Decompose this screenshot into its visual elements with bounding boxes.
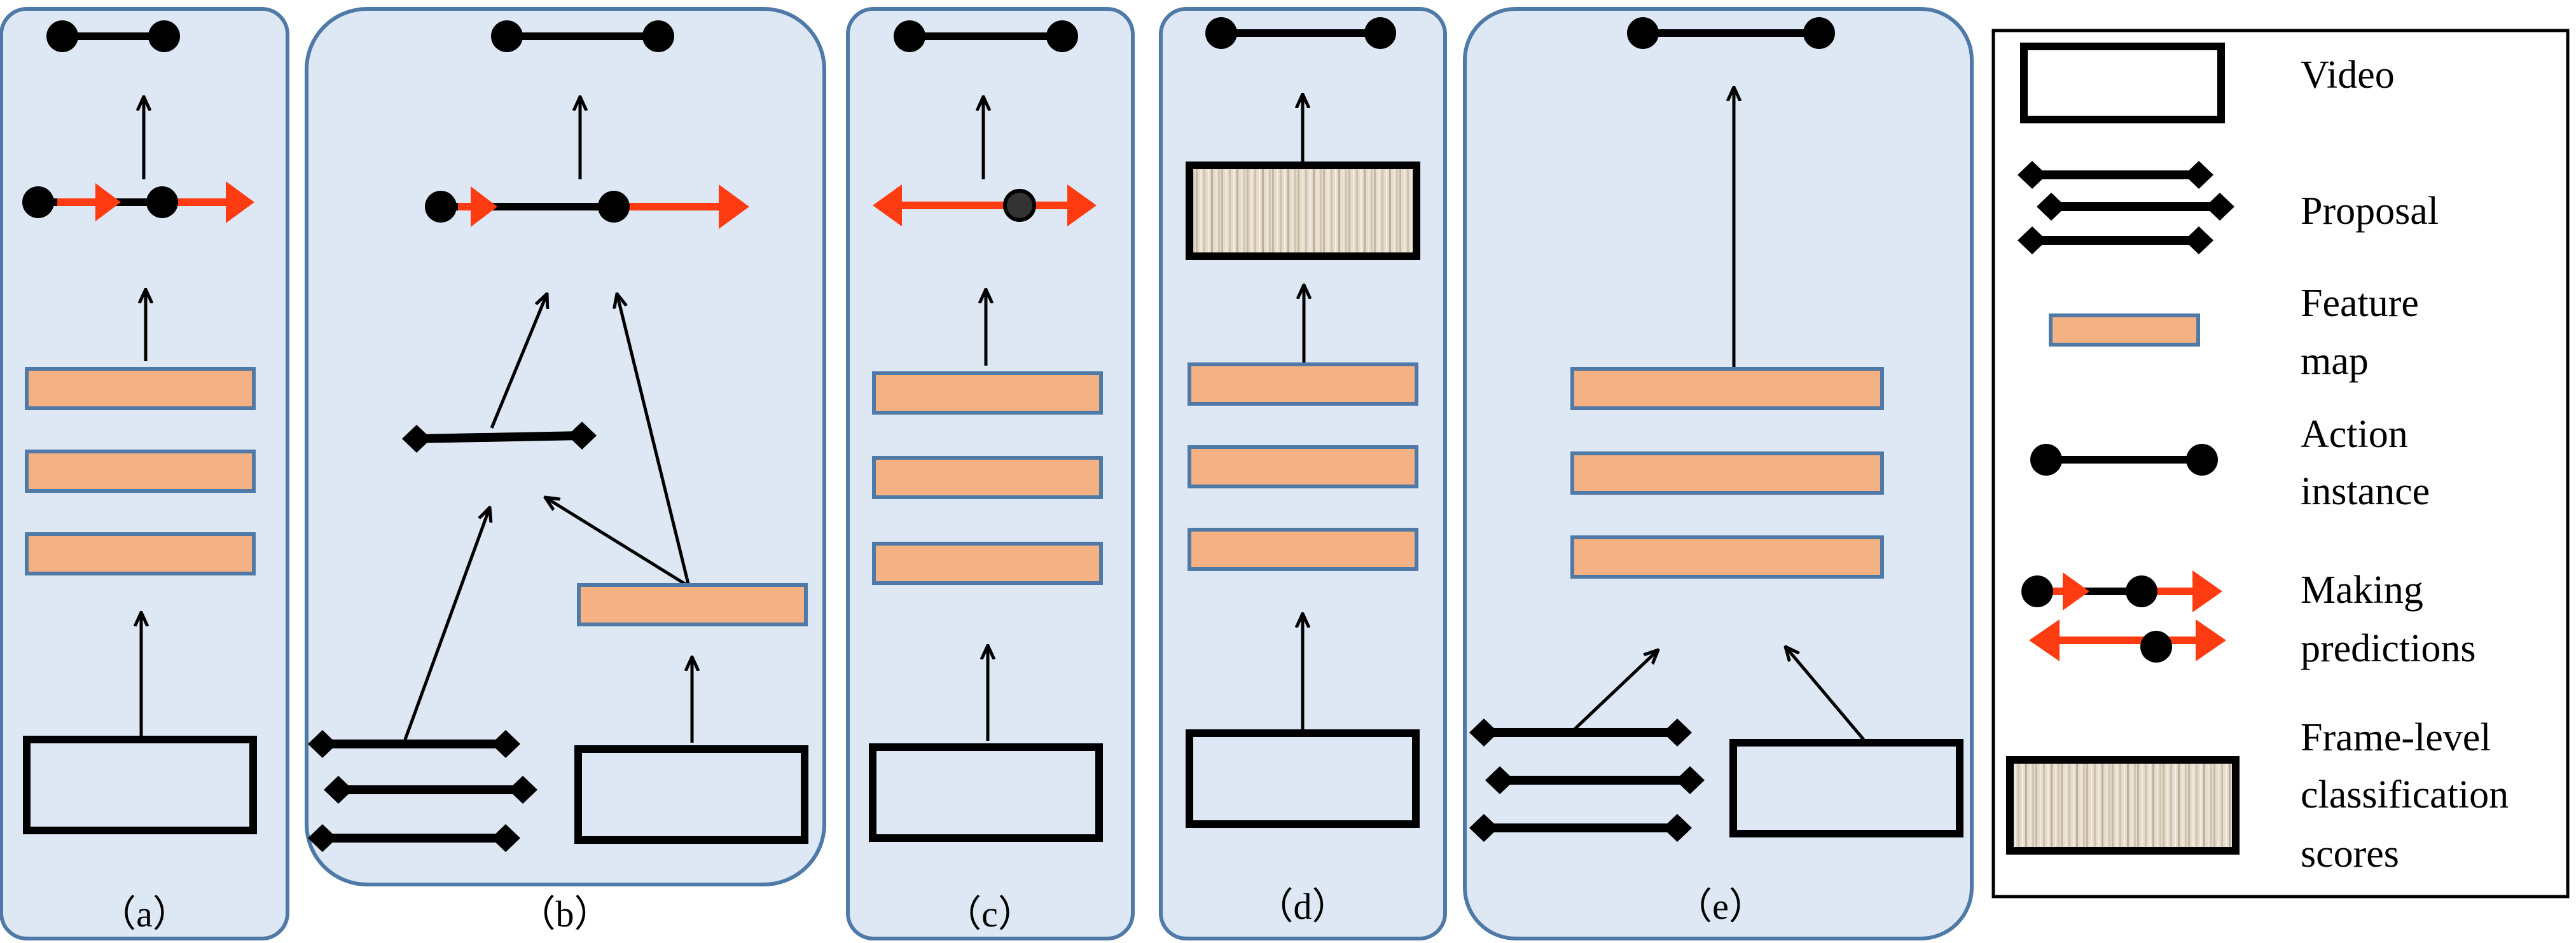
legend-label-video: Video [2301, 53, 2395, 97]
feature-map [1188, 528, 1418, 571]
legend-making-predictions-swatch [2021, 570, 2226, 663]
panel-b-label: （b） [518, 893, 611, 935]
legend-label-frame-level-scores: classification [2301, 773, 2509, 816]
panel-d-label: （d） [1256, 886, 1348, 927]
legend-label-feature-map: Feature [2301, 282, 2419, 325]
panel-b-background [305, 7, 826, 886]
feature-map [577, 583, 808, 626]
arrow-diagonal [545, 497, 690, 588]
arrow-diagonal [617, 294, 691, 587]
action-instance [491, 20, 674, 52]
video [1186, 729, 1420, 828]
panel-e: （e） [1463, 7, 1974, 940]
feature-map [1570, 367, 1884, 410]
feature-map [872, 456, 1103, 499]
feature-map [872, 371, 1103, 415]
feature-map [1570, 451, 1884, 495]
panel-a-label: （a） [99, 893, 190, 935]
legend-label-feature-map: map [2301, 340, 2369, 383]
video [574, 745, 808, 844]
video [869, 743, 1103, 842]
legend-label-proposal: Proposal [2301, 189, 2439, 233]
legend-label-action-instance: instance [2301, 470, 2430, 513]
feature-map [1570, 535, 1884, 579]
legend-proposal-swatch [2018, 161, 2234, 254]
legend-label-frame-level-scores: scores [2301, 832, 2399, 876]
panel-a: （a） [0, 7, 289, 940]
arrow-diagonal [490, 294, 547, 429]
video [23, 736, 257, 834]
making-prediction [425, 184, 749, 229]
feature-map [25, 532, 256, 575]
legend-feature-map-swatch [2049, 313, 2200, 347]
action-instance [1627, 17, 1835, 49]
arrow-diagonal [403, 507, 490, 740]
proposal-stack [308, 730, 537, 852]
legend-video-swatch [2020, 43, 2225, 123]
feature-map [872, 542, 1103, 585]
legend-label-frame-level-scores: Frame-level [2301, 716, 2491, 759]
arrow-diagonal [1785, 647, 1865, 741]
making-prediction [22, 181, 254, 223]
feature-map [1188, 362, 1418, 406]
feature-map [1188, 445, 1418, 488]
panel-d: （d） [1159, 7, 1447, 940]
video [1729, 739, 1963, 837]
action-instance [894, 20, 1078, 52]
panel-c-label: （c） [945, 893, 1035, 935]
legend-action-instance-swatch [2030, 444, 2218, 476]
frame-level-scores [1186, 162, 1420, 260]
legend-label-making-predictions: predictions [2301, 627, 2476, 670]
legend-label-action-instance: Action [2301, 413, 2408, 456]
proposal-stack [1469, 719, 1705, 842]
feature-map [25, 367, 256, 410]
panel-b: （b） [305, 7, 826, 935]
panel-e-label: （e） [1675, 886, 1766, 927]
action-instance [46, 20, 180, 52]
legend-frame-level-scores-swatch [2006, 756, 2240, 855]
legend: Video Proposal Feature map Action instan… [1991, 29, 2570, 898]
arrow-diagonal [1570, 650, 1658, 734]
feature-map [25, 450, 256, 493]
legend-label-making-predictions: Making [2301, 568, 2423, 612]
proposal [402, 422, 597, 453]
panel-c: （c） [846, 7, 1135, 940]
action-instance [1205, 17, 1396, 49]
making-prediction [873, 184, 1097, 226]
